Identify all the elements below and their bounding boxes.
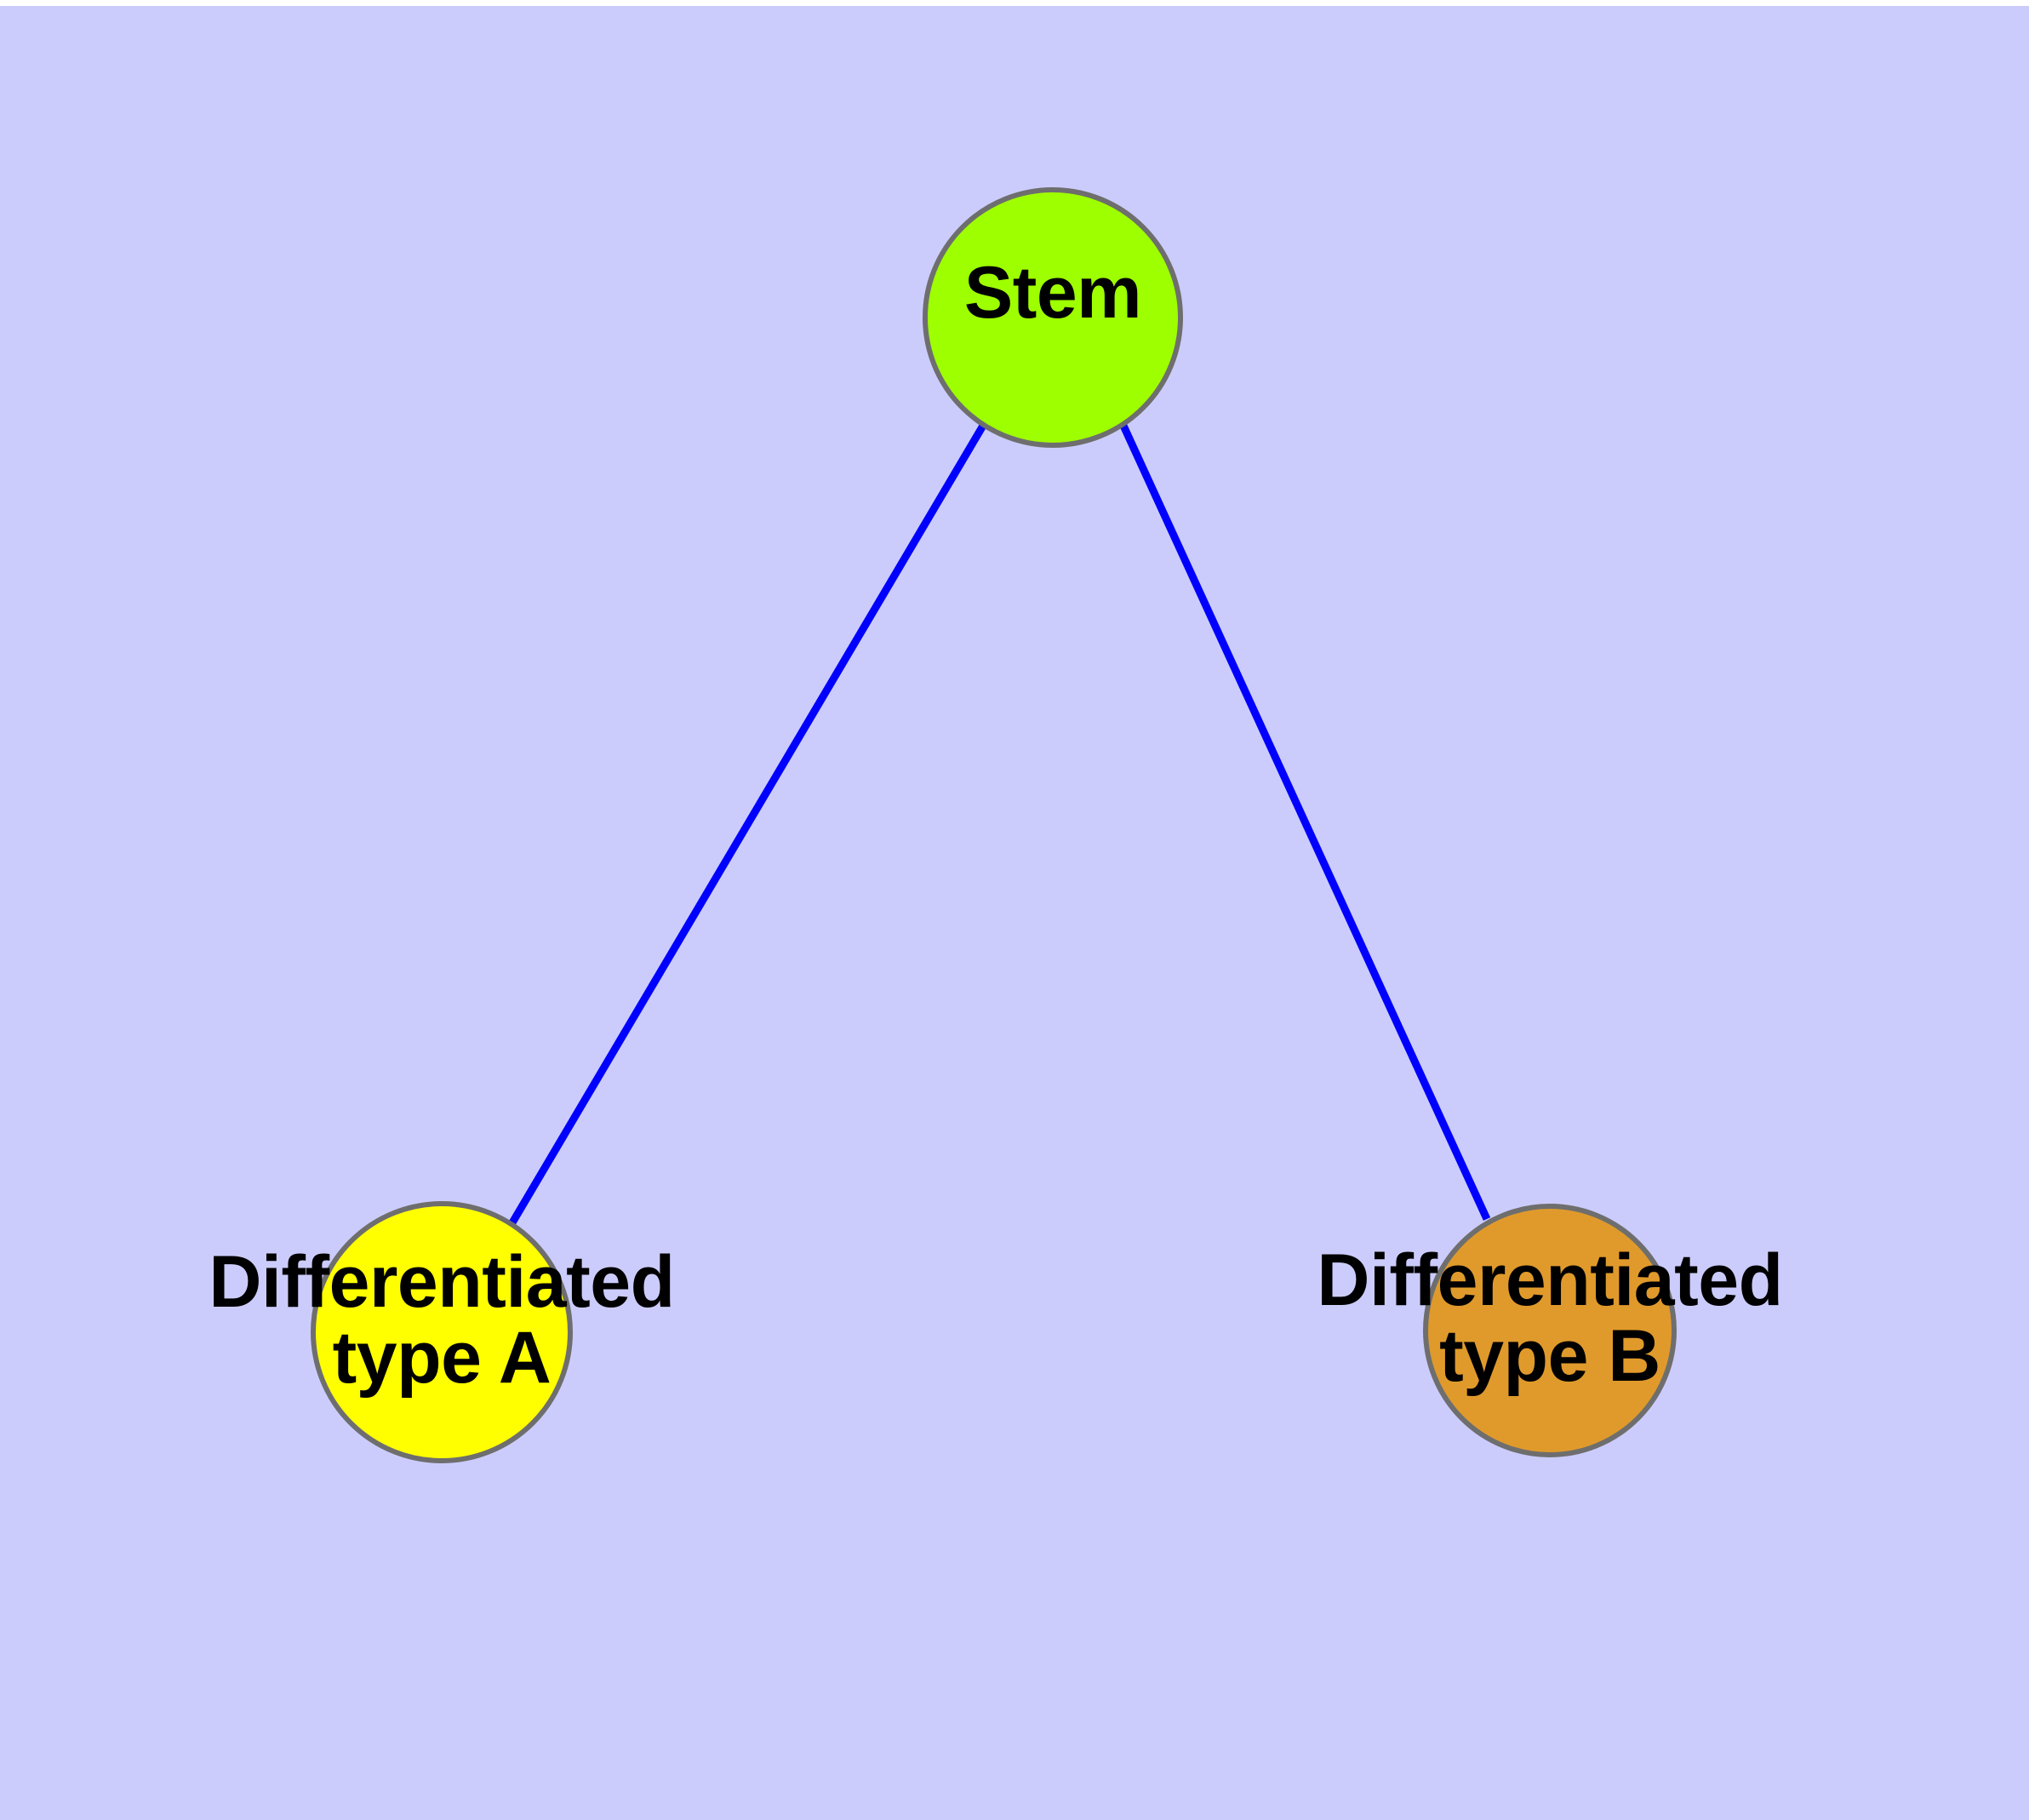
- node-differentiated-type-b[interactable]: [1423, 1204, 1677, 1457]
- node-stem[interactable]: [923, 187, 1183, 448]
- node-differentiated-type-a[interactable]: [311, 1201, 573, 1463]
- edge-stem-to-differentiated-type-a: [508, 423, 986, 1227]
- edge-stem-to-differentiated-type-b: [1119, 424, 1491, 1221]
- node-layer: [311, 187, 1677, 1463]
- edge-layer: [508, 423, 1491, 1227]
